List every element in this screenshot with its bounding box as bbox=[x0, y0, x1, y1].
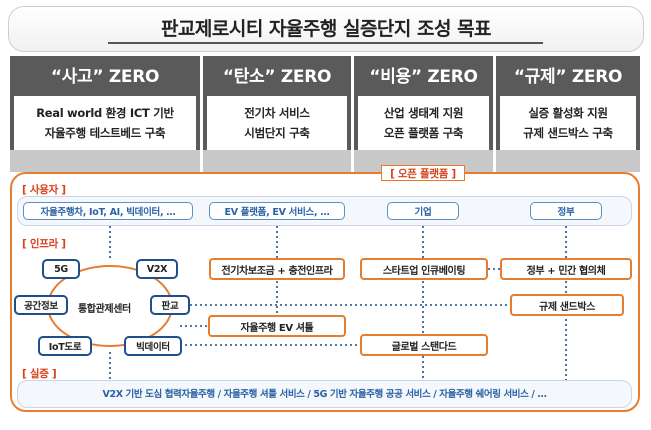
user-item-company: 기업 bbox=[387, 202, 459, 220]
user-item-ev: EV 플랫폼, EV 서비스, … bbox=[209, 202, 345, 220]
global-standard-box: 글로벌 스탠다드 bbox=[360, 334, 488, 356]
regulatory-sandbox-box: 규제 샌드박스 bbox=[510, 294, 624, 316]
column-desc-line2: 규제 샌드박스 구축 bbox=[523, 126, 613, 140]
node-control-center: 통합관제센터 bbox=[78, 304, 131, 315]
node-5g: 5G bbox=[42, 259, 80, 279]
column-footer bbox=[10, 150, 200, 172]
demo-services-text: V2X 기반 도심 협력자율주행 / 자율주행 셔틀 서비스 / 5G 기반 자… bbox=[102, 389, 547, 400]
ev-shuttle-box: 자율주행 EV 셔틀 bbox=[208, 315, 346, 337]
column-desc-accident: Real world 환경 ICT 기반 자율주행 테스트베드 구축 bbox=[14, 96, 196, 150]
column-desc-regulation: 실증 활성화 지원 규제 샌드박스 구축 bbox=[500, 96, 636, 150]
column-header-regulation: “규제” ZERO bbox=[496, 56, 640, 92]
column-footer bbox=[496, 150, 640, 172]
node-pangyo: 판교 bbox=[150, 295, 190, 315]
column-desc-line2: 자율주행 테스트베드 구축 bbox=[44, 126, 166, 140]
column-desc-line1: Real world 환경 ICT 기반 bbox=[36, 106, 174, 120]
column-desc-line1: 실증 활성화 지원 bbox=[528, 106, 608, 120]
node-bigdata: 빅데이터 bbox=[124, 336, 182, 356]
open-platform-label: [ 오픈 플랫폼 ] bbox=[390, 167, 456, 180]
title-underline bbox=[108, 42, 543, 44]
page-title: 판교제로시티 자율주행 실증단지 조성 목표 bbox=[160, 18, 492, 40]
gov-private-council-box: 정부 + 민간 협의체 bbox=[500, 258, 632, 280]
column-desc-line2: 시범단지 구축 bbox=[244, 126, 310, 140]
column-desc-cost: 산업 생태계 지원 오픈 플랫폼 구축 bbox=[358, 96, 489, 150]
column-header-accident: “사고” ZERO bbox=[10, 56, 200, 92]
demo-section-box bbox=[17, 380, 632, 408]
column-desc-line1: 산업 생태계 지원 bbox=[383, 106, 464, 120]
node-spatial-info: 공간정보 bbox=[14, 295, 68, 315]
column-header-carbon: “탄소” ZERO bbox=[203, 56, 351, 92]
column-header-cost: “비용” ZERO bbox=[354, 56, 493, 92]
infra-section-label: [ 인프라 ] bbox=[22, 238, 66, 250]
open-platform-tag: [ 오픈 플랫폼 ] bbox=[381, 165, 465, 181]
column-footer bbox=[203, 150, 351, 172]
node-iot-road: IoT도로 bbox=[38, 336, 92, 356]
title-banner bbox=[8, 6, 644, 52]
ev-charging-box: 전기차보조금 + 충전인프라 bbox=[209, 258, 345, 280]
node-v2x: V2X bbox=[136, 259, 178, 279]
column-desc-line1: 전기차 서비스 bbox=[244, 106, 310, 120]
column-desc-carbon: 전기차 서비스 시범단지 구축 bbox=[207, 96, 347, 150]
demo-section-label: [ 실증 ] bbox=[22, 368, 57, 380]
user-item-tech: 자율주행차, IoT, AI, 빅데이터, … bbox=[23, 202, 193, 220]
startup-incubating-box: 스타트업 인큐베이팅 bbox=[360, 258, 488, 280]
user-item-government: 정부 bbox=[530, 202, 602, 220]
user-section-label: [ 사용자 ] bbox=[22, 184, 66, 196]
column-desc-line2: 오픈 플랫폼 구축 bbox=[383, 126, 464, 140]
